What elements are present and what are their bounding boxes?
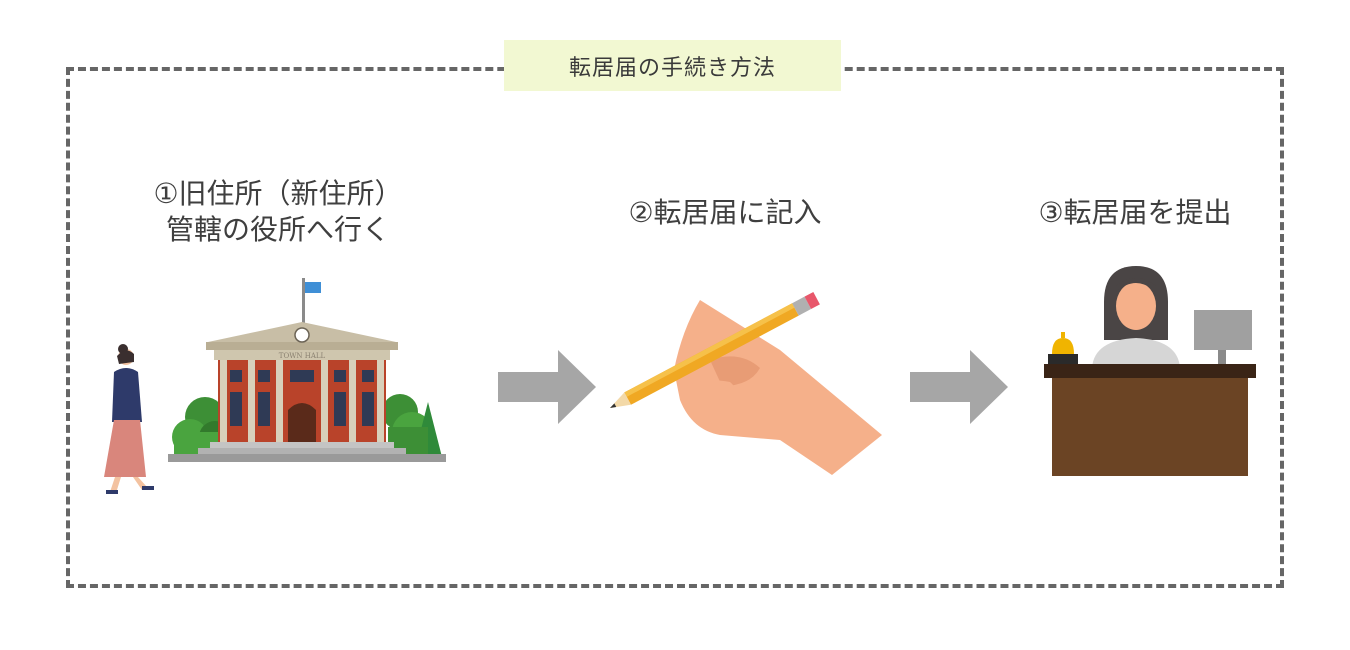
step-3-line-1: ③転居届を提出 — [1038, 196, 1232, 229]
step-1-line-1: ①旧住所（新住所） — [153, 177, 403, 210]
desk-body — [1052, 378, 1248, 476]
walking-woman-icon — [104, 344, 154, 494]
clock-icon — [294, 327, 310, 343]
step-1-line-2: 管轄の役所へ行く — [165, 213, 390, 246]
monitor-icon — [1194, 310, 1252, 364]
step-1-caption: ①旧住所（新住所） 管轄の役所へ行く — [118, 176, 438, 248]
pencil-icon — [610, 291, 820, 408]
flag-icon — [305, 282, 321, 293]
building-windows — [230, 370, 374, 426]
tree-right-icon — [382, 394, 442, 459]
arrow-right-1-icon — [498, 350, 596, 424]
diagram-title: 転居届の手続き方法 — [504, 40, 841, 91]
hand-writing-illustration — [610, 291, 882, 475]
desk-top — [1044, 364, 1256, 378]
arrow-right-2-icon — [910, 350, 1008, 424]
door-icon — [288, 403, 316, 442]
clerk-icon — [1092, 266, 1180, 368]
step-2-caption: ②転居届に記入 — [560, 195, 890, 231]
building-sign: TOWN HALL — [279, 352, 326, 360]
reception-desk-illustration — [1044, 266, 1256, 476]
step-3-caption: ③転居届を提出 — [990, 195, 1280, 231]
bell-icon — [1048, 332, 1078, 364]
step-2-line-1: ②転居届に記入 — [628, 196, 822, 229]
town-hall-illustration: TOWN HALL — [104, 278, 446, 494]
